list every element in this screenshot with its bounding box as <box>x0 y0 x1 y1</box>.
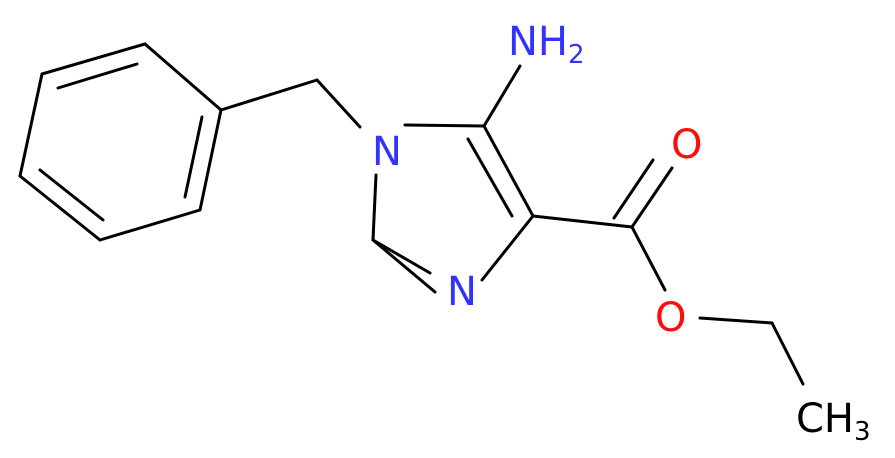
bond <box>371 173 378 242</box>
bond <box>531 214 634 229</box>
imidazole-ring <box>371 123 535 294</box>
bond <box>18 72 44 178</box>
double-bond <box>466 137 514 218</box>
double-bond <box>371 238 432 275</box>
bond <box>698 316 774 325</box>
aromatic-bond <box>56 62 139 90</box>
bond <box>403 123 486 128</box>
double-bond <box>612 158 655 220</box>
methyl-label: CH3 <box>796 396 871 447</box>
ester-oxygen-label: O <box>655 295 686 341</box>
aromatic-bond <box>38 168 105 222</box>
bond <box>315 78 362 129</box>
bond <box>219 78 319 112</box>
bond <box>482 124 535 218</box>
bond <box>482 64 522 128</box>
aromatic-bond <box>183 115 204 199</box>
bond <box>480 214 535 282</box>
bond <box>198 108 223 212</box>
bond <box>40 42 147 76</box>
bond <box>98 208 202 242</box>
bond <box>18 174 102 242</box>
bond <box>630 225 667 292</box>
benzene-ring <box>18 42 223 242</box>
double-bond <box>630 166 674 229</box>
n3-label: N <box>447 269 477 315</box>
carbonyl-oxygen-label: O <box>671 122 702 168</box>
bond <box>143 42 223 112</box>
bond <box>770 321 805 386</box>
n1-label: N <box>372 129 402 175</box>
amino-label: NH2 <box>508 19 585 70</box>
bond <box>371 238 437 294</box>
